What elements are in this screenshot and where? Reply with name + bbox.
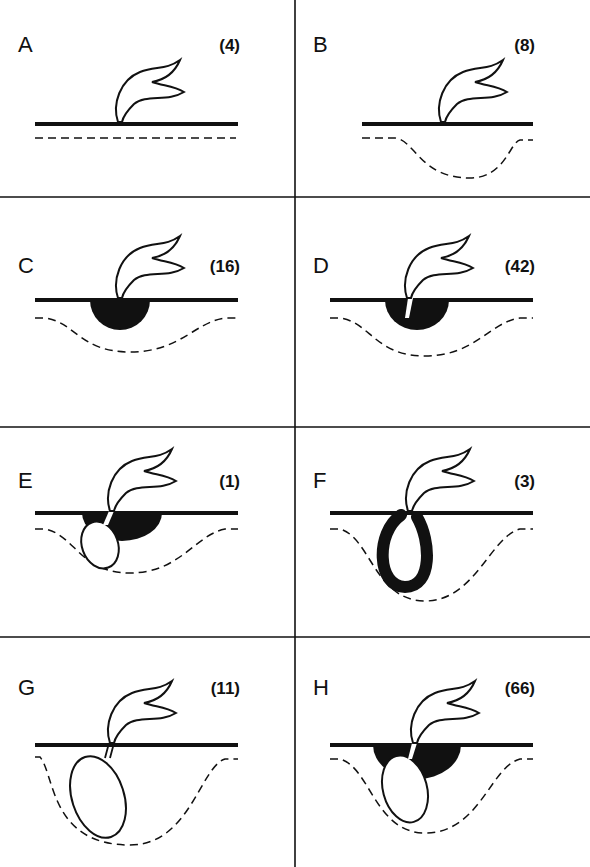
panel-d-drawing [330, 236, 533, 356]
dashed-boundary [35, 757, 238, 845]
black-lesion [90, 300, 150, 330]
penetration-peg [105, 743, 114, 758]
penetration-peg [405, 298, 413, 318]
panel-letter: D [313, 255, 329, 277]
specimen-count: (11) [211, 680, 240, 697]
dashed-boundary [35, 137, 236, 139]
penetration-peg [408, 743, 417, 759]
spore-cell [108, 449, 176, 511]
surface-line [330, 298, 533, 302]
panel-b-drawing [362, 60, 533, 178]
specimen-count: (16) [210, 258, 240, 275]
surface-line [35, 743, 238, 747]
spore-cell [116, 60, 184, 122]
grid-line [0, 426, 590, 428]
surface-line [35, 122, 238, 126]
panel-letter: E [18, 470, 33, 492]
penetration-peg [103, 511, 114, 525]
panel-h-drawing [330, 681, 533, 833]
panel-letter: B [313, 34, 328, 56]
surface-line [330, 511, 533, 515]
panel-e-drawing [35, 449, 238, 574]
grid-line [0, 636, 590, 638]
infection-vesicle [375, 750, 435, 827]
infection-vesicle [75, 516, 125, 573]
panel-f-drawing [330, 449, 533, 601]
panel-letter: C [18, 255, 34, 277]
panel-g-drawing [35, 681, 238, 845]
grid-line [294, 0, 296, 867]
panel-letter: A [18, 34, 33, 56]
spore-cell [406, 449, 474, 511]
specimen-count: (1) [219, 473, 240, 490]
surface-line [35, 511, 238, 515]
spore-cell [108, 681, 176, 743]
specimen-count: (42) [505, 258, 535, 275]
specimen-count: (8) [514, 37, 535, 54]
surface-line [35, 298, 238, 302]
black-lesion [385, 300, 449, 330]
spore-cell [411, 681, 479, 743]
dashed-boundary [362, 138, 533, 178]
infection-vesicle [60, 749, 135, 845]
surface-line [330, 743, 533, 747]
grid-line [0, 196, 590, 198]
spore-cell [405, 236, 473, 298]
panel-c-drawing [35, 236, 238, 352]
panel-a-drawing [35, 60, 238, 138]
spore-cell [439, 60, 507, 122]
surface-line [362, 122, 533, 126]
specimen-count: (66) [505, 680, 535, 697]
specimen-count: (4) [219, 37, 240, 54]
panel-letter: H [313, 677, 329, 699]
panel-letter: G [18, 677, 35, 699]
panel-letter: F [313, 470, 326, 492]
spore-cell [116, 236, 184, 298]
specimen-count: (3) [514, 473, 535, 490]
black-lesion [383, 515, 427, 587]
